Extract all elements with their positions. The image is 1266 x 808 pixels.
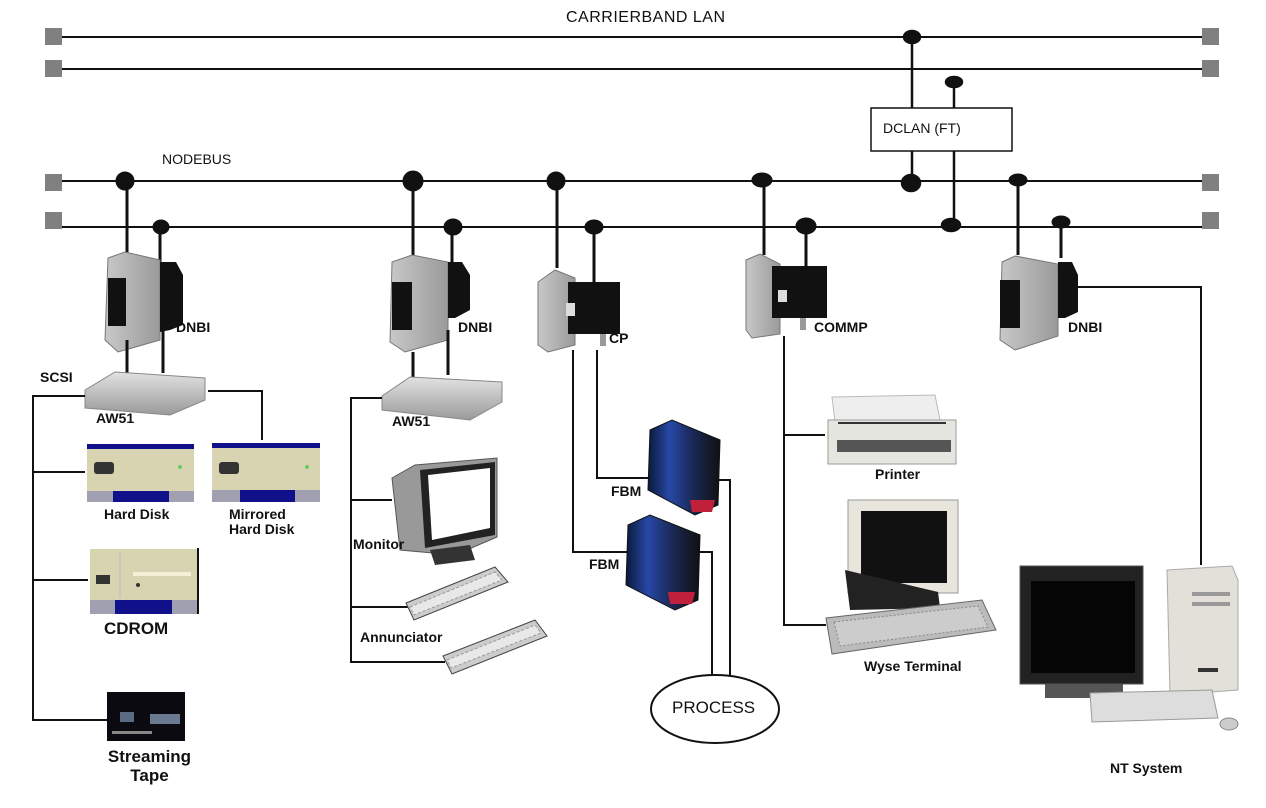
- dnbi-label: DNBI: [1068, 319, 1103, 335]
- annunciator-keypad-icon: [405, 566, 509, 621]
- fbm-label: FBM: [589, 556, 620, 572]
- monitor-label: Monitor: [353, 536, 405, 552]
- terminator: [45, 60, 62, 77]
- cp-label: CP: [609, 330, 629, 346]
- fbm-label: FBM: [611, 483, 642, 499]
- cp-module-icon: [537, 269, 620, 353]
- process-ellipse: [650, 674, 780, 744]
- dnbi-label: DNBI: [176, 319, 211, 335]
- bus-taps: [115, 170, 1071, 282]
- commp-module-icon: [745, 253, 827, 339]
- annunciator-keypad-icon: [442, 619, 548, 675]
- tape-line-2: Tape: [130, 765, 169, 785]
- cdrom-label: CDROM: [104, 619, 169, 638]
- terminator: [45, 28, 62, 45]
- fbm-icon: [625, 514, 701, 611]
- nt-system-label: NT System: [1110, 760, 1183, 776]
- hard-disk-label: Hard Disk: [104, 506, 170, 522]
- terminator: [1202, 174, 1219, 191]
- dnbi-module-icon: [999, 255, 1078, 351]
- hard-disk-icon: [87, 444, 194, 502]
- streaming-tape-label: Streaming Tape: [102, 747, 197, 785]
- nt-system-icon: [1019, 565, 1239, 731]
- carrierband-lan-bus: [45, 28, 1219, 77]
- dnbi-label: DNBI: [458, 319, 493, 335]
- streaming-tape-icon: [107, 692, 185, 741]
- commp-label: COMMP: [814, 319, 868, 335]
- terminator: [1202, 60, 1219, 77]
- wyse-terminal-icon: [825, 499, 997, 655]
- printer-label: Printer: [875, 466, 921, 482]
- dclan-label: DCLAN (FT): [883, 120, 961, 136]
- terminator: [1202, 28, 1219, 45]
- mirrored-line-1: Mirrored: [229, 506, 286, 522]
- mirrored-hard-disk-label: Mirrored Hard Disk: [229, 506, 295, 538]
- fbm-icon: [647, 419, 721, 516]
- annunciator-label: Annunciator: [360, 629, 443, 645]
- terminator: [45, 212, 62, 229]
- carrierband-lan-label: CARRIERBAND LAN: [566, 9, 726, 26]
- terminator: [45, 174, 62, 191]
- wyse-terminal-label: Wyse Terminal: [864, 658, 962, 674]
- connection-lines: [32, 286, 1202, 721]
- dclan-links: [900, 29, 964, 233]
- dnbi-module-icon: [389, 254, 470, 378]
- aw51-label: AW51: [96, 410, 135, 426]
- mirrored-line-2: Hard Disk: [229, 521, 295, 538]
- scsi-label: SCSI: [40, 369, 73, 385]
- dnbi-module-icon: [104, 251, 183, 373]
- printer-icon: [827, 394, 957, 465]
- cdrom-icon: [90, 548, 199, 614]
- terminator: [1202, 212, 1219, 229]
- tape-line-1: Streaming: [107, 747, 192, 766]
- monitor-icon: [391, 457, 498, 565]
- dclan-box: [870, 107, 1013, 152]
- nodebus-label: NODEBUS: [162, 151, 232, 167]
- process-label: PROCESS: [672, 698, 756, 717]
- aw51-box-icon: [84, 371, 206, 416]
- mirrored-hard-disk-icon: [212, 443, 320, 502]
- aw51-box-icon: [381, 376, 503, 421]
- aw51-label: AW51: [392, 413, 431, 429]
- nodebus: [45, 174, 1219, 229]
